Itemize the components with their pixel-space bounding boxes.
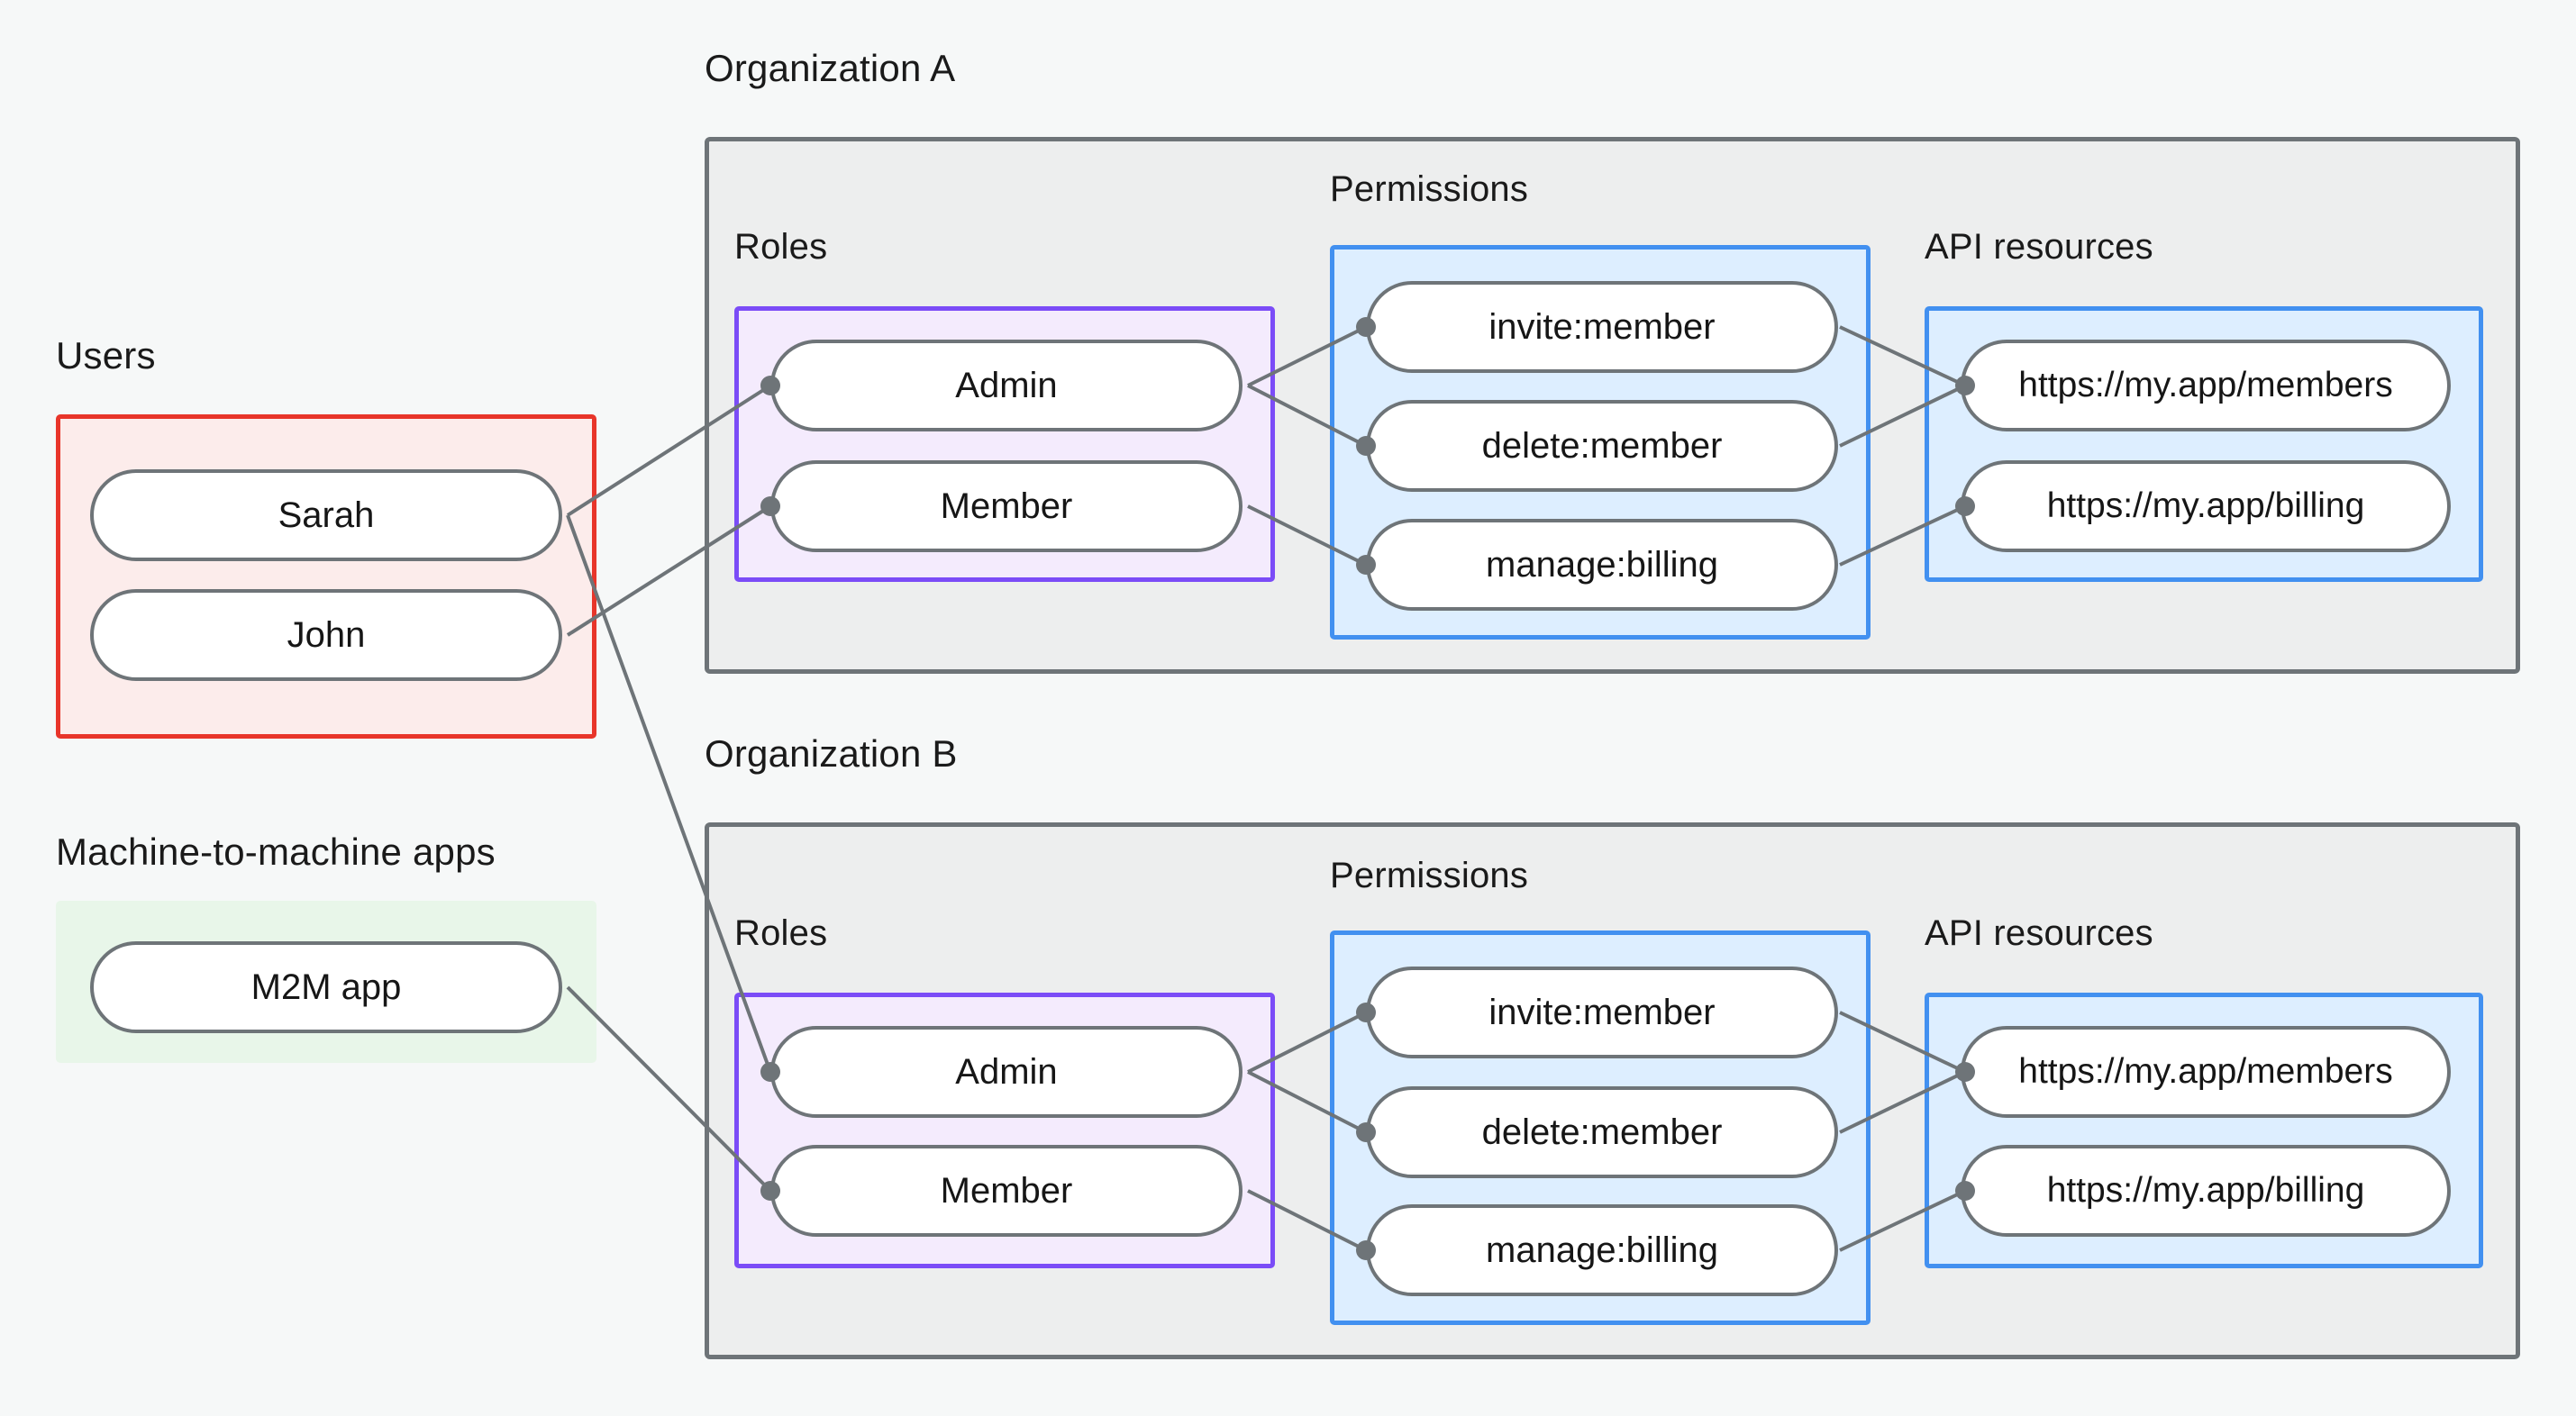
org-a-permission-pill-invite-member[interactable]: invite:member [1366, 281, 1838, 373]
org-b-permission-pill-manage-billing[interactable]: manage:billing [1366, 1204, 1838, 1296]
m2m-pill-app[interactable]: M2M app [90, 941, 562, 1033]
org-b-permission-pill-invite-member[interactable]: invite:member [1366, 967, 1838, 1058]
org-b-permissions-label: Permissions [1330, 856, 1529, 895]
user-pill-sarah[interactable]: Sarah [90, 469, 562, 561]
org-b-role-pill-admin[interactable]: Admin [770, 1026, 1242, 1118]
org-a-role-pill-admin[interactable]: Admin [770, 340, 1242, 431]
org-b-roles-label: Roles [734, 913, 828, 953]
org-a-permission-pill-delete-member[interactable]: delete:member [1366, 400, 1838, 492]
org-a-api-resource-pill-billing[interactable]: https://my.app/billing [1961, 460, 2451, 552]
org-a-permission-pill-manage-billing[interactable]: manage:billing [1366, 519, 1838, 611]
org-a-api-resource-pill-members[interactable]: https://my.app/members [1961, 340, 2451, 431]
org-b-role-pill-member[interactable]: Member [770, 1145, 1242, 1237]
org-a-role-pill-member[interactable]: Member [770, 460, 1242, 552]
org-a-permissions-label: Permissions [1330, 169, 1529, 209]
m2m-group-label: Machine-to-machine apps [56, 831, 496, 873]
users-group-box [56, 414, 596, 739]
user-pill-john[interactable]: John [90, 589, 562, 681]
users-group-label: Users [56, 334, 156, 377]
org-a-api-resources-label: API resources [1925, 227, 2153, 267]
org-a-roles-label: Roles [734, 227, 828, 267]
org-b-permission-pill-delete-member[interactable]: delete:member [1366, 1086, 1838, 1178]
org-b-api-resources-label: API resources [1925, 913, 2153, 953]
org-b-api-resource-pill-members[interactable]: https://my.app/members [1961, 1026, 2451, 1118]
org-a-label: Organization A [705, 47, 956, 89]
org-b-api-resource-pill-billing[interactable]: https://my.app/billing [1961, 1145, 2451, 1237]
org-b-label: Organization B [705, 732, 958, 775]
